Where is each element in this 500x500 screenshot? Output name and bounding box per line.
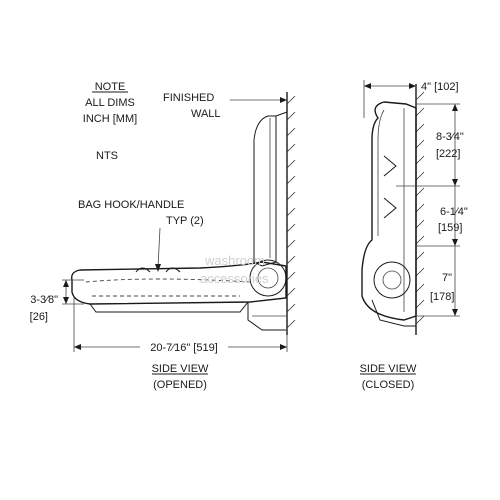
depth-dim-text: 4" [102] — [421, 81, 459, 93]
watermark-line-2: accessories — [200, 271, 269, 286]
dim-arrowhead — [452, 239, 458, 246]
dim-arrowhead — [280, 344, 287, 350]
leader-arrowhead — [280, 97, 287, 103]
closed-unit-body — [361, 101, 417, 321]
opened-caption-1: SIDE VIEW — [152, 363, 209, 375]
finished-wall-label-2: WALL — [191, 108, 221, 120]
watermark: washroom accessories — [200, 253, 269, 286]
dim-b-text: 6-1⁄4" — [440, 206, 468, 218]
closed-side-view: 4" [102] 8-3⁄4" [222] 6-1⁄4" [159] 7" [1… — [360, 80, 468, 391]
dim-a-text: 8-3⁄4" — [436, 131, 464, 143]
nts-label: NTS — [96, 150, 118, 162]
housing-top-mount — [275, 111, 288, 117]
dim-c-mm: [178] — [430, 291, 454, 303]
closed-hook-upper — [383, 155, 397, 177]
note-block: NOTE ALL DIMS INCH [MM] NTS — [83, 81, 137, 162]
bed-underside — [89, 301, 249, 313]
height-dim-mm: [26] — [30, 311, 48, 323]
bag-hook-label-1: BAG HOOK/HANDLE — [78, 199, 184, 211]
dim-arrowhead — [409, 83, 416, 89]
dim-a-mm: [222] — [436, 148, 460, 160]
lower-mount-bracket — [247, 302, 286, 331]
changing-bed-body — [70, 261, 287, 305]
note-line-2: INCH [MM] — [83, 113, 137, 125]
hinge-inner — [257, 267, 279, 289]
wall-housing-back — [253, 115, 277, 267]
dim-arrowhead — [452, 104, 458, 111]
closed-hook-lower — [383, 197, 397, 219]
dim-arrowhead — [63, 280, 69, 287]
dim-arrowhead — [63, 297, 69, 304]
dim-b-mm: [159] — [438, 222, 462, 234]
bag-hook-1 — [135, 267, 151, 273]
dim-arrowhead — [74, 344, 81, 350]
closed-hinge-inner — [382, 270, 402, 290]
watermark-line-1: washroom — [204, 253, 265, 268]
bed-contour-dashed — [85, 278, 251, 283]
bag-hook-label-2: TYP (2) — [166, 215, 204, 227]
closed-caption-2: (CLOSED) — [362, 379, 415, 391]
opened-caption-2: (OPENED) — [153, 379, 207, 391]
note-title: NOTE — [95, 81, 126, 93]
dim-arrowhead — [364, 83, 371, 89]
closed-unit-inner-curve — [377, 109, 385, 236]
dim-arrowhead — [452, 309, 458, 316]
bag-hook-2 — [165, 267, 181, 273]
finished-wall-callout: FINISHED WALL — [163, 92, 287, 120]
opened-side-view: 3-3⁄8" [26] 20-7⁄16" [519] SIDE VIEW (OP… — [30, 92, 296, 391]
dim-arrowhead — [452, 179, 458, 186]
length-dim-text: 20-7⁄16" [519] — [150, 342, 218, 354]
height-dim-text: 3-3⁄8" — [30, 294, 58, 306]
closed-caption-1: SIDE VIEW — [360, 363, 417, 375]
dim-c-text: 7" — [442, 272, 452, 284]
bag-hook-callout: BAG HOOK/HANDLE TYP (2) — [78, 199, 204, 272]
bag-hook-leader — [157, 227, 161, 269]
finished-wall-label-1: FINISHED — [163, 92, 214, 104]
closed-lower-bracket — [371, 299, 416, 327]
closed-hinge-pivot — [373, 261, 411, 299]
wall-hatching — [286, 95, 296, 329]
note-line-1: ALL DIMS — [85, 97, 135, 109]
closed-wall-hatching — [415, 91, 425, 325]
